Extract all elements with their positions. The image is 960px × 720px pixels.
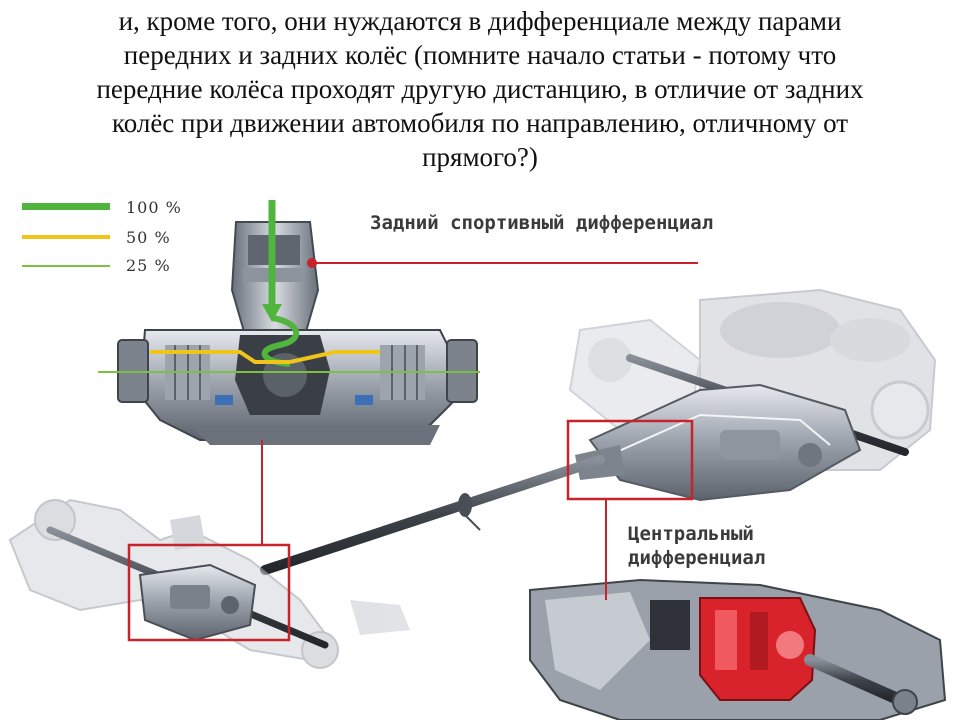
- legend-label: 25 %: [126, 256, 171, 275]
- torque-legend: 100 % 50 % 25 %: [22, 196, 212, 278]
- legend-label: 100 %: [126, 198, 182, 217]
- torque-flow: [98, 200, 480, 373]
- center-diff-highlight-box: [566, 419, 694, 501]
- legend-item-50: 50 %: [22, 226, 212, 250]
- legend-label: 50 %: [126, 228, 171, 247]
- legend-line-25: [22, 265, 110, 267]
- heading-line: передних и задних колёс (помните начало …: [123, 40, 837, 70]
- heading-line: колёс при движении автомобиля по направл…: [111, 108, 849, 138]
- center-diff-label-line: дифференциал: [628, 547, 766, 569]
- center-diff-label-line: Центральный: [628, 523, 754, 545]
- engine-block: [568, 288, 937, 471]
- center-diff-label: Центральный дифференциал: [628, 522, 765, 570]
- heading-line: прямого?): [422, 142, 538, 172]
- rear-axle: [46, 526, 329, 649]
- rear-diff-highlight-box: [127, 543, 291, 642]
- slide-heading: и, кроме того, они нуждаются в дифференц…: [20, 4, 940, 174]
- legend-line-50: [22, 235, 110, 239]
- legend-item-25: 25 %: [22, 254, 212, 278]
- heading-line: передние колёса проходят другую дистанци…: [96, 74, 864, 104]
- callout-markers: [127, 258, 698, 642]
- legend-item-100: 100 %: [22, 196, 212, 220]
- propshaft: [260, 455, 605, 575]
- rear-sport-diff-label: Задний спортивный дифференциал: [370, 212, 714, 234]
- legend-line-100: [22, 203, 110, 210]
- heading-line: и, кроме того, они нуждаются в дифференц…: [118, 6, 842, 36]
- center-diff-cutaway: [528, 578, 948, 720]
- front-gearbox: [575, 354, 909, 502]
